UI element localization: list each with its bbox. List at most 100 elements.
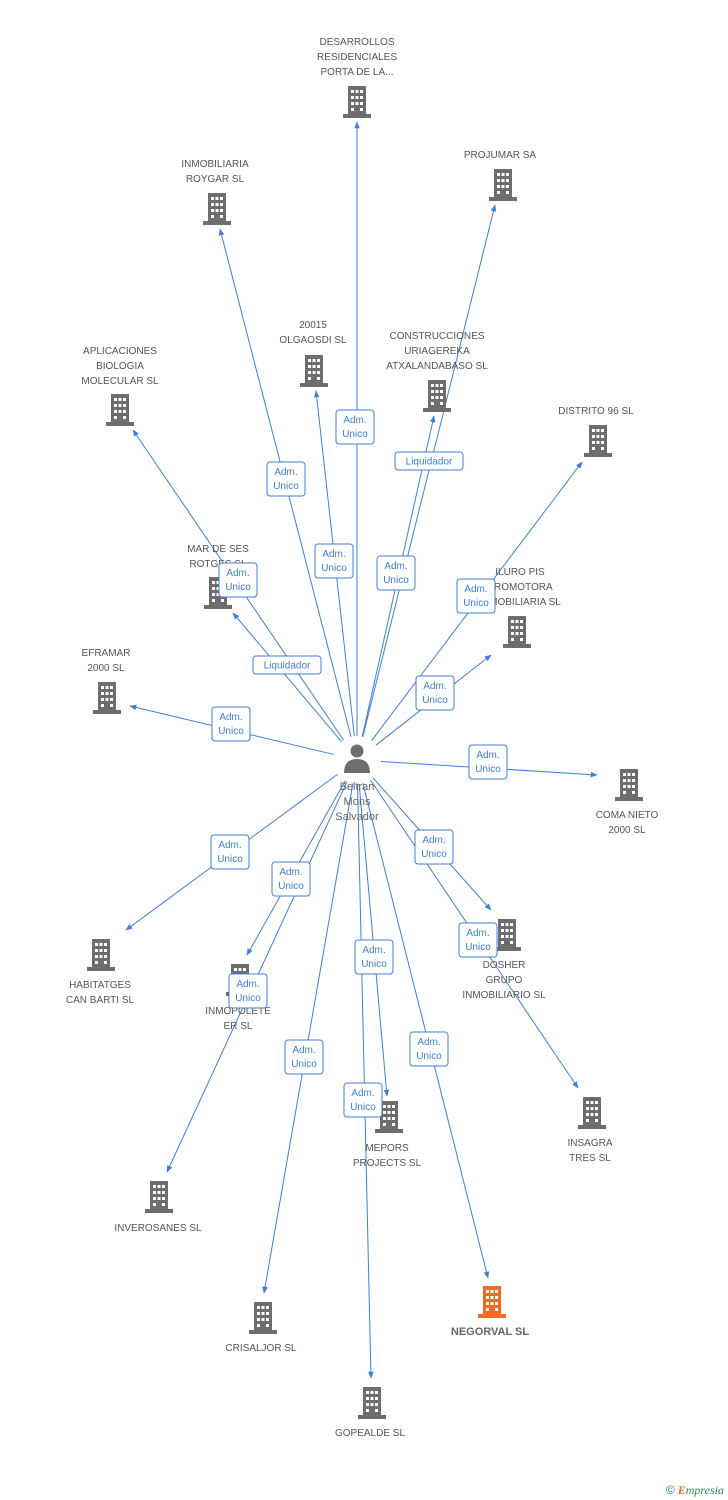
building-icon[interactable] <box>343 86 371 118</box>
node-projumar[interactable]: PROJUMAR SA <box>464 150 537 201</box>
person-name-line: Mons <box>344 796 371 808</box>
role-badge-inverosanes[interactable]: Adm. Unico <box>228 973 268 1009</box>
node-label: MAR DE SES <box>187 544 249 555</box>
role-label: Unico <box>321 563 347 574</box>
role-label: Unico <box>465 942 491 953</box>
building-icon[interactable] <box>145 1181 173 1213</box>
node-label: INMOBILIARIO SL <box>462 990 546 1001</box>
building-icon[interactable] <box>489 169 517 201</box>
role-label: Adm. <box>351 1088 374 1099</box>
role-badge-negorval[interactable]: Adm.Unico <box>409 1031 449 1067</box>
building-icon[interactable] <box>87 939 115 971</box>
building-icon[interactable] <box>584 425 612 457</box>
node-label: RESIDENCIALES <box>317 52 397 63</box>
role-label: Unico <box>416 1051 442 1062</box>
role-label: Adm. <box>343 415 366 426</box>
role-badge-uriagereka[interactable]: Liquidador <box>394 451 464 471</box>
role-label: Unico <box>422 695 448 706</box>
node-label: 2000 SL <box>608 825 646 836</box>
node-label: HABITATGES <box>69 980 131 991</box>
node-label: 20015 <box>299 320 327 331</box>
role-badge-olgaosdi[interactable]: Adm. Unico <box>314 543 354 579</box>
edge-projumar <box>362 204 497 737</box>
node-label: PROJUMAR SA <box>464 150 537 161</box>
building-icon[interactable] <box>578 1097 606 1129</box>
node-gopealde[interactable]: GOPEALDE SL <box>335 1387 405 1439</box>
role-badge-aplicaciones[interactable]: Adm.Unico <box>218 562 258 598</box>
person-name-line: Beltran <box>340 781 375 793</box>
role-badge-mepors[interactable]: Adm.Unico <box>354 939 394 975</box>
node-label: ER SL <box>224 1021 253 1032</box>
role-badge-desarrollos[interactable]: Adm.Unico <box>335 409 375 445</box>
node-crisaljor[interactable]: CRISALJOR SL <box>225 1302 297 1354</box>
role-label: Adm. <box>464 584 487 595</box>
role-badge-iluro[interactable]: Adm. Unico <box>415 675 455 711</box>
node-label: PORTA DE LA... <box>321 67 394 78</box>
brand-logo: ©Empresia <box>666 1483 724 1498</box>
role-label: Unico <box>421 849 447 860</box>
building-icon[interactable] <box>615 769 643 801</box>
role-label: Unico <box>218 726 244 737</box>
role-badge-roygar[interactable]: Adm.Unico <box>266 461 306 497</box>
role-label: Adm. <box>423 681 446 692</box>
person-icon[interactable] <box>344 744 370 774</box>
node-distrito[interactable]: DISTRITO 96 SL <box>558 406 634 457</box>
building-icon[interactable] <box>249 1302 277 1334</box>
building-icon[interactable] <box>423 380 451 412</box>
building-icon[interactable] <box>300 355 328 387</box>
building-icon[interactable] <box>93 682 121 714</box>
building-icon[interactable] <box>203 193 231 225</box>
role-badge-insagra[interactable]: Adm.Unico <box>458 922 498 958</box>
role-label: Unico <box>235 993 261 1004</box>
brand-name: mpresia <box>685 1483 724 1497</box>
node-label: INSAGRA <box>567 1138 612 1149</box>
node-label: ATXALANDABASO SL <box>386 361 488 372</box>
role-label: Liquidador <box>264 661 311 672</box>
role-badge-habitatges[interactable]: Adm.Unico <box>210 834 250 870</box>
node-label: CRISALJOR SL <box>225 1343 297 1354</box>
role-badge-distrito[interactable]: Adm.Unico <box>456 578 496 614</box>
node-label: ROYGAR SL <box>186 174 245 185</box>
role-label: Unico <box>273 481 299 492</box>
node-label: URIAGEREKA <box>404 346 470 357</box>
role-label: Adm. <box>236 979 259 990</box>
role-badge-marses[interactable]: Liquidador <box>252 655 322 675</box>
role-label: Adm. <box>292 1045 315 1056</box>
role-badge-projumar[interactable]: Adm.Unico <box>376 555 416 591</box>
role-badge-crisaljor[interactable]: Adm. Unico <box>284 1039 324 1075</box>
building-icon[interactable] <box>358 1387 386 1419</box>
role-badge-inmopolete[interactable]: Adm.Unico <box>271 861 311 897</box>
brand-initial: E <box>677 1483 686 1497</box>
role-label: Unico <box>291 1059 317 1070</box>
node-label: DESARROLLOS <box>319 37 394 48</box>
role-badge-eframar[interactable]: Adm.Unico <box>211 706 251 742</box>
role-badge-dosher[interactable]: Adm.Unico <box>414 829 454 865</box>
role-badge-comanieto[interactable]: Adm.Unico <box>468 744 508 780</box>
node-desarrollos[interactable]: DESARROLLOS RESIDENCIALES PORTA DE LA... <box>317 37 397 118</box>
building-icon[interactable] <box>478 1286 506 1318</box>
node-label: NEGORVAL SL <box>451 1326 530 1338</box>
role-label: Unico <box>475 764 501 775</box>
building-icon[interactable] <box>106 394 134 426</box>
building-icon[interactable] <box>503 616 531 648</box>
role-label: Unico <box>225 582 251 593</box>
role-badge-gopealde[interactable]: Adm.Unico <box>343 1082 383 1118</box>
node-label: BIOLOGIA <box>96 361 144 372</box>
role-label: Adm. <box>322 549 345 560</box>
node-negorval[interactable]: NEGORVAL SL <box>451 1286 530 1338</box>
node-inverosanes[interactable]: INVEROSANES SL <box>114 1181 202 1234</box>
